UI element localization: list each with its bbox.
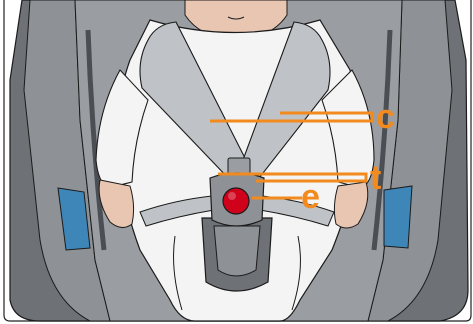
buckle-button-highlight <box>228 192 236 200</box>
chest-clip <box>227 157 251 175</box>
baby-hand-left <box>98 179 135 228</box>
baby-leg-right <box>291 235 301 311</box>
seat-seam-right <box>371 29 393 251</box>
baby-leg-left <box>173 235 183 311</box>
label-t: t <box>370 159 381 197</box>
callout-c <box>210 111 374 123</box>
side-pad-left <box>57 187 91 251</box>
callout-t <box>218 172 368 183</box>
seat-seam-left <box>85 29 107 251</box>
side-pad-right <box>383 185 413 249</box>
baby-hand-right <box>333 181 369 229</box>
baby-mouth <box>227 16 245 20</box>
crotch-pad-inner <box>213 225 261 277</box>
label-e: e <box>301 178 320 216</box>
label-c: c <box>376 98 395 136</box>
buckle-button-icon <box>222 187 250 215</box>
